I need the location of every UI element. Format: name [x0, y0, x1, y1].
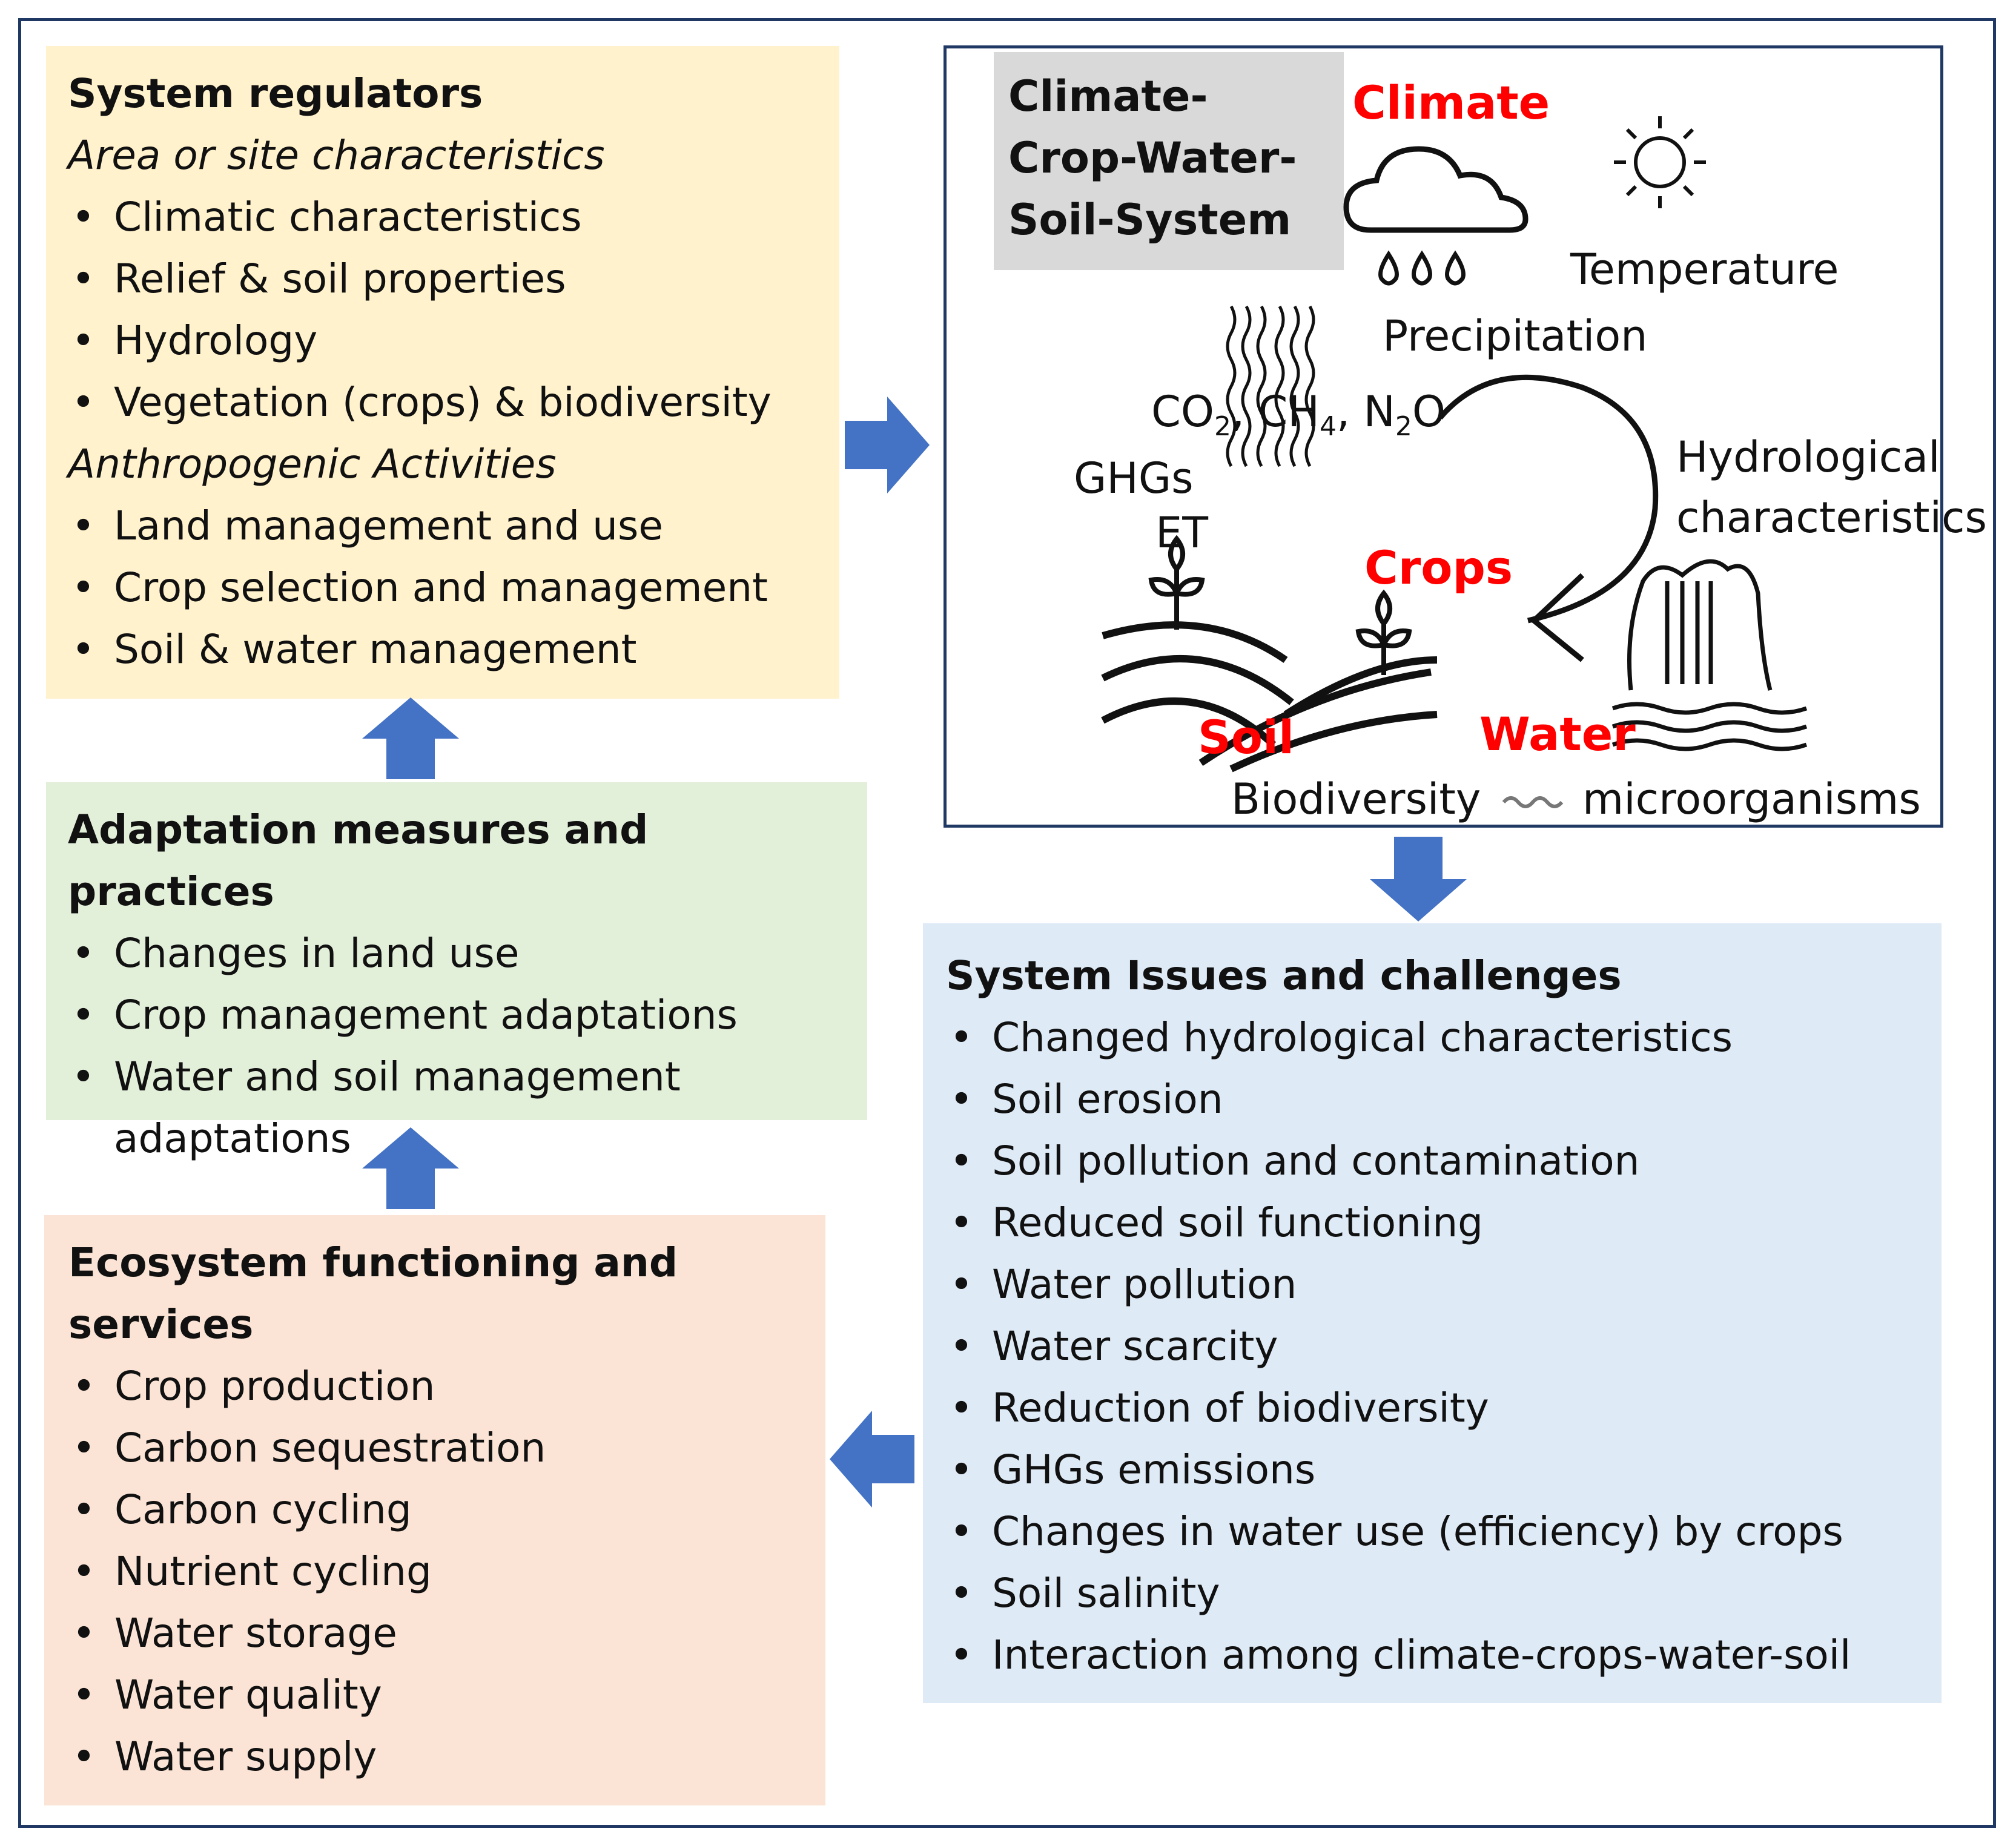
anthropogenic-activities-list: Land management and use Crop selection a… [68, 495, 818, 681]
list-item: Soil erosion [946, 1069, 1919, 1130]
area-characteristics-subheading: Area or site characteristics [68, 132, 605, 179]
arrow-up-icon [362, 697, 459, 779]
system-issues-list: Changed hydrological characteristics Soi… [946, 1007, 1919, 1686]
list-item: Reduced soil functioning [946, 1192, 1919, 1254]
hydrological-label: Hydrological [1676, 432, 1940, 482]
anthropogenic-activities-subheading: Anthropogenic Activities [68, 441, 557, 487]
cycle-arrow-icon [1438, 374, 1659, 662]
biodiversity-label: Biodiversity [1231, 774, 1481, 824]
outer-frame [18, 18, 1996, 1828]
microorganism-icon [1502, 796, 1564, 808]
ghg-emission-lines-icon [1226, 305, 1315, 467]
et-label: ET [1155, 508, 1208, 558]
system-title-box: Climate-Crop-Water-Soil-System [994, 52, 1344, 270]
system-title: Climate-Crop-Water-Soil-System [1008, 71, 1297, 245]
system-issues-heading: System Issues and challenges [946, 952, 1622, 999]
list-item: Carbon sequestration [68, 1417, 801, 1479]
adaptation-box: Adaptation measures and practices Change… [46, 782, 867, 1162]
waterfall-icon [1611, 559, 1808, 751]
arrow-left-icon [830, 1411, 914, 1508]
list-item: Crop selection and management [68, 557, 818, 619]
list-item: Water quality [68, 1664, 801, 1726]
list-item: Changes in land use [68, 923, 845, 984]
arrow-right-icon [845, 397, 930, 493]
list-item: Water storage [68, 1603, 801, 1664]
water-label: Water [1479, 707, 1636, 761]
system-regulators-heading: System regulators [68, 70, 483, 117]
list-item: Climatic characteristics [68, 186, 818, 248]
soil-label: Soil [1198, 710, 1295, 764]
ecosystem-services-box: Ecosystem functioning and services Crop … [44, 1215, 825, 1805]
list-item: Changes in water use (efficiency) by cro… [946, 1501, 1919, 1563]
list-item: Changed hydrological characteristics [946, 1007, 1919, 1069]
list-item: Crop management adaptations [68, 984, 845, 1046]
arrow-down-icon [1370, 837, 1467, 921]
sun-icon [1614, 116, 1706, 208]
list-item: GHGs emissions [946, 1439, 1919, 1501]
soil-field-lines-icon [1101, 621, 1438, 773]
adaptation-list: Changes in land use Crop management adap… [68, 923, 845, 1170]
list-item: Soil pollution and contamination [946, 1130, 1919, 1192]
climate-label: Climate [1352, 76, 1550, 130]
cloud-icon [1343, 146, 1529, 233]
list-item: Soil & water management [68, 619, 818, 681]
list-item: Water supply [68, 1726, 801, 1788]
greenhouse-gases-formula: CO2, CH4, N2O [1151, 387, 1446, 442]
ecosystem-heading: Ecosystem functioning and services [68, 1239, 678, 1348]
system-regulators-box: System regulators Area or site character… [46, 46, 839, 699]
list-item: Water scarcity [946, 1316, 1919, 1377]
list-item: Hydrology [68, 310, 818, 372]
list-item: Soil salinity [946, 1563, 1919, 1624]
microorganisms-label: microorganisms [1582, 774, 1921, 824]
ecosystem-list: Crop production Carbon sequestration Car… [68, 1356, 801, 1788]
list-item: Carbon cycling [68, 1479, 801, 1541]
list-item: Interaction among climate-crops-water-so… [946, 1624, 1919, 1686]
list-item: Water pollution [946, 1254, 1919, 1316]
precipitation-droplets-icon [1378, 250, 1466, 286]
list-item: Crop production [68, 1356, 801, 1417]
temperature-label: Temperature [1570, 245, 1839, 294]
list-item: Nutrient cycling [68, 1541, 801, 1603]
crops-label: Crops [1364, 541, 1513, 595]
list-item: Relief & soil properties [68, 248, 818, 310]
list-item: Water and soil management adaptations [68, 1046, 719, 1170]
list-item: Vegetation (crops) & biodiversity [68, 372, 818, 433]
system-issues-box: System Issues and challenges Changed hyd… [923, 923, 1942, 1703]
characteristics-label: characteristics [1676, 493, 1987, 542]
arrow-up-icon [362, 1127, 459, 1209]
plant-icon [1148, 535, 1205, 630]
list-item: Land management and use [68, 495, 818, 557]
area-characteristics-list: Climatic characteristics Relief & soil p… [68, 186, 818, 433]
ghgs-label: GHGs [1074, 453, 1194, 503]
precipitation-label: Precipitation [1383, 311, 1648, 361]
climate-crop-water-soil-system-panel: Climate-Crop-Water-Soil-System [944, 45, 1987, 828]
list-item: Reduction of biodiversity [946, 1377, 1919, 1439]
system-illustration [1101, 116, 1808, 808]
adaptation-heading: Adaptation measures and practices [68, 806, 649, 915]
